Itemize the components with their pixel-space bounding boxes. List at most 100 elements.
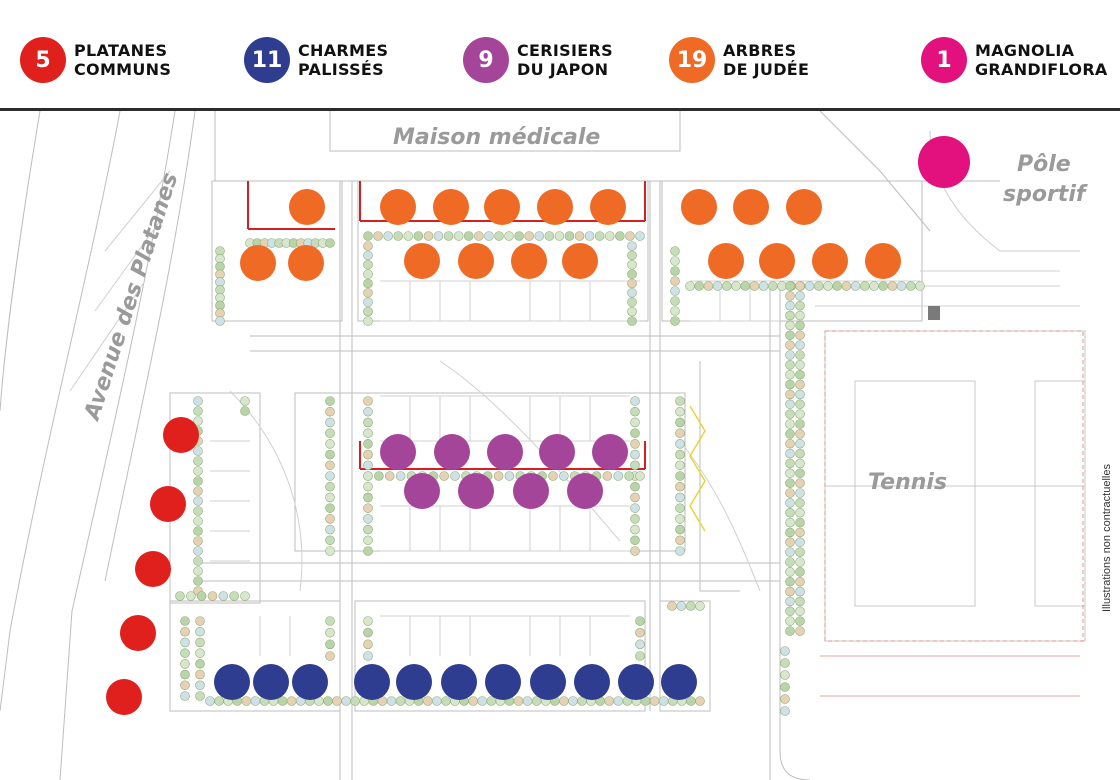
shrub-icon bbox=[193, 556, 203, 566]
shrub-icon bbox=[785, 488, 795, 498]
shrub-icon bbox=[384, 471, 395, 481]
shrub-icon bbox=[363, 449, 373, 460]
magnolia-marker-icon: 1 bbox=[921, 37, 967, 83]
shrub-icon bbox=[439, 471, 449, 481]
judas-tree-marker-icon bbox=[562, 243, 598, 279]
shrub-icon bbox=[463, 231, 474, 241]
shrub-icon bbox=[325, 524, 335, 535]
legend-line1: CERISIERS bbox=[517, 41, 613, 60]
legend-line1: CHARMES bbox=[298, 41, 389, 60]
shrub-icon bbox=[795, 448, 805, 459]
shrub-icon bbox=[785, 478, 795, 488]
shrub-icon bbox=[625, 231, 635, 241]
hornbeam-marker-icon bbox=[441, 664, 477, 700]
shrub-icon bbox=[363, 406, 373, 417]
legend-line1: MAGNOLIA bbox=[975, 41, 1075, 60]
shrub-icon bbox=[193, 576, 203, 586]
hornbeam-marker-icon bbox=[530, 664, 566, 700]
shrub-icon bbox=[613, 696, 624, 706]
shrub-icon bbox=[777, 281, 787, 291]
hornbeam-marker-icon bbox=[485, 664, 521, 700]
shrub-icon bbox=[721, 281, 732, 291]
shrub-icon bbox=[423, 231, 434, 241]
shrub-icon bbox=[785, 310, 795, 321]
shrub-icon bbox=[286, 696, 297, 706]
judas-tree-marker-icon bbox=[590, 189, 626, 225]
shrub-icon bbox=[193, 516, 203, 526]
shrub-icon bbox=[850, 281, 861, 291]
shrub-icon bbox=[395, 471, 406, 481]
shrub-icon bbox=[325, 406, 335, 417]
shrub-icon bbox=[630, 417, 640, 428]
shrub-icon bbox=[694, 281, 705, 291]
shrub-icon bbox=[615, 231, 625, 241]
shrub-icon bbox=[193, 536, 203, 546]
shrub-icon bbox=[785, 448, 795, 459]
site-plan-map: Maison médicale Pôle sportif Tennis Aven… bbox=[0, 111, 1088, 780]
shrub-icon bbox=[785, 379, 795, 390]
judas-tree-marker-icon bbox=[733, 189, 769, 225]
shrub-icon bbox=[795, 616, 805, 626]
shrub-icon bbox=[795, 291, 805, 301]
shrub-icon bbox=[193, 526, 203, 536]
shrub-icon bbox=[712, 281, 723, 291]
shrub-icon bbox=[180, 680, 190, 691]
shrub-icon bbox=[363, 535, 373, 546]
shrub-icon bbox=[564, 231, 575, 241]
shrub-icon bbox=[195, 680, 205, 691]
legend-count: 9 bbox=[478, 47, 494, 73]
shrub-icon bbox=[383, 231, 393, 241]
judas-tree-marker-icon bbox=[681, 189, 717, 225]
shrub-icon bbox=[670, 266, 680, 276]
shrub-icon bbox=[804, 281, 815, 291]
shrub-icon bbox=[630, 396, 640, 406]
shrub-icon bbox=[785, 300, 795, 311]
shrub-icon bbox=[494, 231, 504, 241]
shrub-icon bbox=[363, 316, 373, 326]
shrub-icon bbox=[795, 517, 805, 528]
shrub-icon bbox=[670, 246, 680, 256]
hornbeam-marker-icon bbox=[574, 664, 610, 700]
judas-tree-marker-icon bbox=[511, 243, 547, 279]
legend-line2: PALISSÉS bbox=[298, 60, 384, 79]
shrub-icon bbox=[215, 316, 225, 326]
shrub-icon bbox=[363, 471, 373, 481]
cherry-tree-marker-icon: 9 bbox=[463, 37, 509, 83]
shrub-icon bbox=[325, 616, 335, 626]
shrub-icon bbox=[795, 478, 805, 488]
shrub-icon bbox=[670, 296, 680, 306]
shrub-icon bbox=[795, 606, 805, 617]
shrub-icon bbox=[813, 281, 824, 291]
shrub-icon bbox=[785, 586, 795, 597]
shrub-icon bbox=[193, 406, 203, 416]
shrub-icon bbox=[731, 281, 741, 291]
shrub-icon bbox=[795, 399, 805, 410]
shrub-icon bbox=[548, 471, 558, 481]
shrub-icon bbox=[695, 601, 705, 611]
shrub-icon bbox=[393, 231, 404, 241]
shrub-icon bbox=[635, 627, 645, 638]
disclaimer-credit: Illustrations non contractuelles bbox=[1101, 464, 1113, 612]
shrub-icon bbox=[635, 639, 645, 650]
shrub-icon bbox=[795, 586, 805, 597]
shrub-icon bbox=[795, 537, 805, 548]
shrub-icon bbox=[363, 269, 373, 279]
shrub-icon bbox=[795, 527, 805, 538]
shrub-icon bbox=[214, 696, 224, 706]
shrub-icon bbox=[493, 471, 504, 481]
hornbeam-marker-icon bbox=[214, 664, 250, 700]
shrub-icon bbox=[627, 306, 637, 317]
shrub-icon bbox=[584, 231, 595, 241]
shrub-icon bbox=[795, 310, 805, 321]
shrub-icon bbox=[195, 648, 205, 658]
shrub-icon bbox=[630, 514, 640, 524]
shrub-icon bbox=[795, 300, 805, 311]
shrub-icon bbox=[785, 291, 795, 301]
judas-tree-marker-icon bbox=[708, 243, 744, 279]
shrub-icon bbox=[325, 481, 335, 492]
